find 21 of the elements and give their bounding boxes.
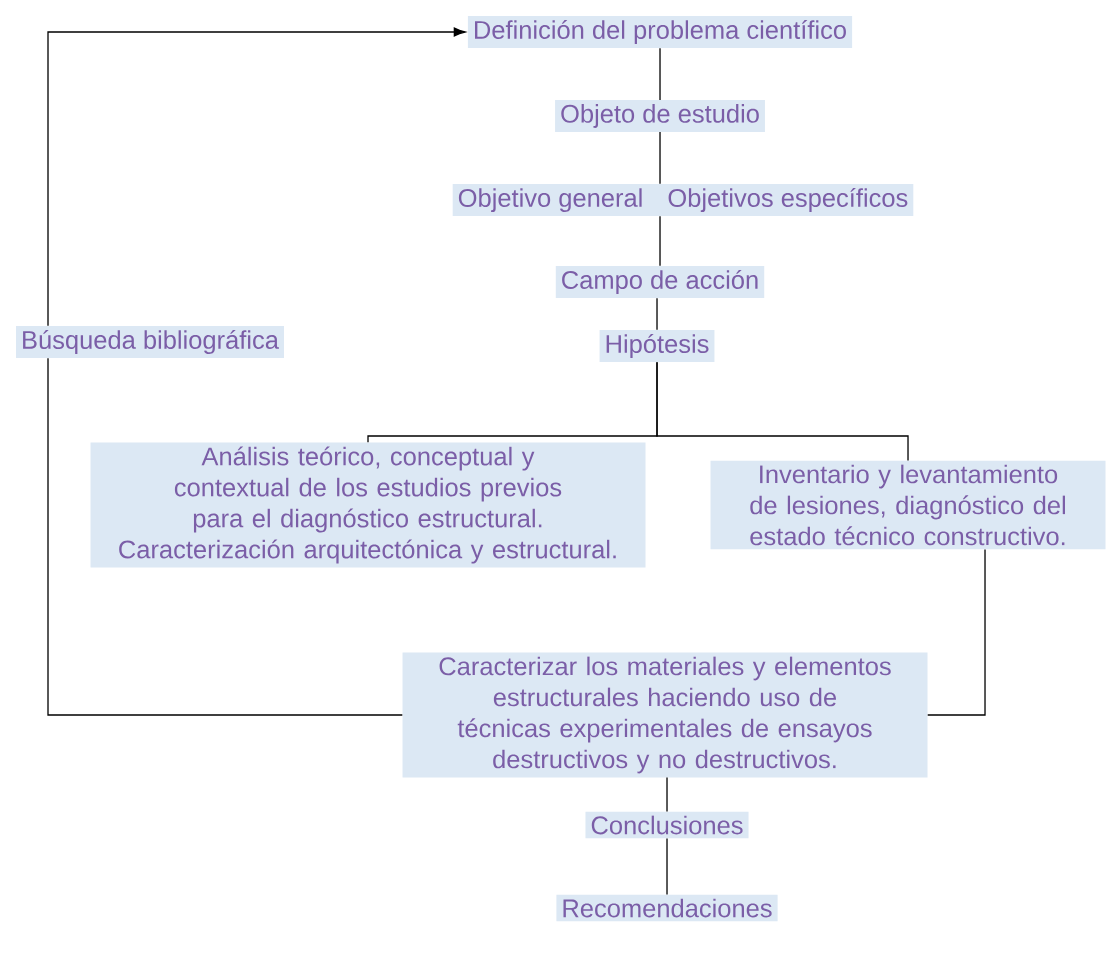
connector [659,215,661,267]
connector [659,47,661,101]
process-box: Análisis teórico, conceptual y contextual de los estudios previos para el diagnóstico estructural. Caracterización arquitectónica y estructural. [90,442,646,568]
connector [47,27,466,327]
process-box: Definición del problema científico [467,15,853,49]
connector [656,361,909,462]
connector [666,837,668,896]
process-box: Inventario y levantamiento de lesiones, diagnóstico del estado técnico constructivo. [710,460,1106,550]
connector [666,776,668,813]
process-box: Campo de acción [555,265,765,299]
process-box: Objeto de estudio [555,100,765,132]
process-box: Recomendaciones [556,894,778,922]
connector [659,131,661,185]
process-box: Caracterizar los materiales y elementos estructurales haciendo uso de técnicas experimentales de ensayos destructivos y no destructivos. [402,652,928,778]
process-box: Conclusiones [585,811,749,839]
connector [47,357,403,716]
connector [927,548,986,716]
process-box: Búsqueda bibliográfica [16,325,284,359]
process-box: Hipótesis [599,329,715,363]
connector [656,297,658,331]
process-box: Objetivo general Objetivos específicos [452,183,914,217]
